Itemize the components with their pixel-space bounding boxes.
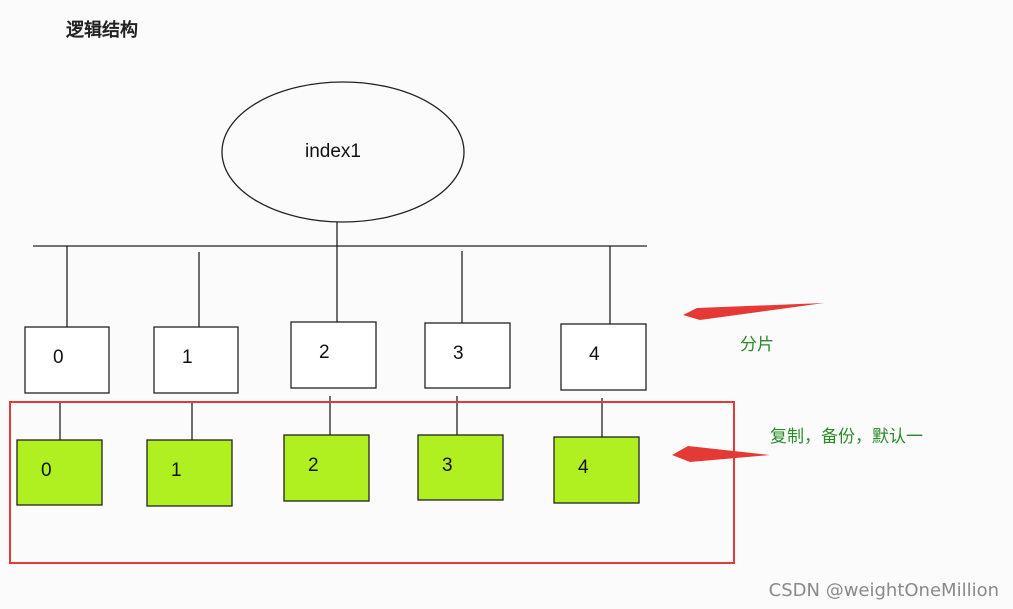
- watermark: CSDN @weightOneMillion: [768, 580, 999, 601]
- shard-box-2: [290, 321, 377, 389]
- shard-label: 4: [589, 344, 600, 365]
- index-label: index1: [305, 141, 361, 162]
- replica-label: 2: [308, 455, 319, 476]
- replica-box-4: [553, 436, 640, 504]
- replica-label: 0: [41, 460, 52, 481]
- shard-group: 0 1 2 3 4: [24, 246, 647, 394]
- diagram-title: 逻辑结构: [66, 20, 138, 41]
- index-node: [221, 81, 465, 223]
- shard-label: 0: [53, 347, 64, 368]
- replica-box-2: [283, 434, 370, 502]
- replica-box-3: [417, 434, 504, 501]
- shard-box-3: [424, 322, 511, 389]
- shard-label: 1: [182, 347, 193, 368]
- shard-label: 3: [453, 343, 464, 364]
- replica-group: 0 1 2 3 4: [16, 396, 640, 507]
- shard-note: 分片: [740, 335, 774, 355]
- shard-box-0: [24, 326, 110, 394]
- shard-arrow: [683, 303, 824, 320]
- replica-note: 复制，备份，默认一: [770, 427, 923, 447]
- shard-box-1: [153, 326, 239, 394]
- replica-label: 4: [578, 457, 589, 478]
- replica-label: 3: [442, 455, 453, 476]
- replica-box-1: [146, 439, 233, 507]
- replica-highlight-border: [9, 401, 735, 564]
- replica-label: 1: [171, 460, 182, 481]
- shard-label: 2: [319, 342, 330, 363]
- replica-box-0: [16, 439, 103, 506]
- shard-box-4: [560, 323, 647, 391]
- replica-arrow: [672, 446, 770, 462]
